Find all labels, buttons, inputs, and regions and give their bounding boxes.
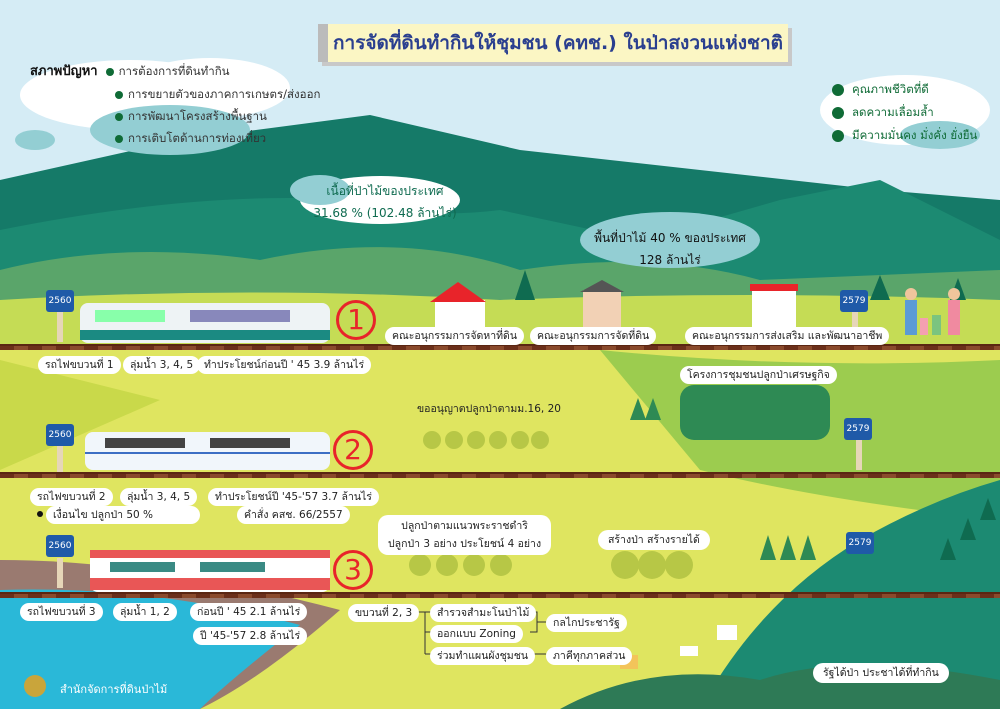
- station-sign-start: 2560: [46, 424, 74, 446]
- footer-org-name: สำนักจัดการที่ดินป่าไม้: [60, 683, 168, 696]
- process-connectors: [418, 611, 546, 655]
- royal-line-1: ปลูกป่าตามแนวพระราชดำริ: [401, 520, 528, 532]
- forest-department-logo: [24, 675, 46, 697]
- page-title: การจัดที่ดินทำกินให้ชุมชน (คทช.) ในป่าสง…: [318, 24, 788, 62]
- project-label: โครงการชุมชนปลูกป่าเศรษฐกิจ: [680, 366, 837, 384]
- goals-list: คุณภาพชีวิตที่ดี ลดความเลื่อมล้ำ มีความม…: [832, 78, 977, 147]
- process-root: ขบวนที่ 2, 3: [348, 604, 420, 622]
- process-step: สำรวจสำมะโนป่าไม้: [430, 604, 537, 622]
- bullet-icon: [115, 90, 123, 99]
- train1-basin: ลุ่มน้ำ 3, 4, 5: [123, 356, 201, 374]
- forest-target-cloud: พื้นที่ป่าไม้ 40 % ของประเทศ 128 ล้านไร่: [580, 227, 760, 271]
- process-step: ร่วมทำแผนผังชุมชน: [430, 647, 536, 665]
- train3-basin: ลุ่มน้ำ 1, 2: [113, 603, 177, 621]
- process-outcome: กลไกประชารัฐ: [546, 614, 627, 632]
- problems-list: สภาพปัญหา การต้องการที่ดินทำกิน การขยายตั…: [30, 60, 320, 149]
- forest-target-label: พื้นที่ป่าไม้ 40 % ของประเทศ: [594, 231, 746, 245]
- station-sign-start: 2560: [46, 290, 74, 312]
- train1-area: ทำประโยชน์ก่อนปี ' 45 3.9 ล้านไร่: [197, 356, 372, 374]
- condition-label: เงื่อนไข ปลูกป่า 50 %: [46, 506, 200, 524]
- sign-post: [852, 310, 858, 340]
- train3-label: รถไฟขบวนที่ 3: [20, 603, 103, 621]
- forest-now-label: เนื้อที่ป่าไม้ของประเทศ: [326, 184, 444, 198]
- station-sign-end: 2579: [846, 532, 874, 554]
- bullet-icon: [832, 83, 844, 96]
- forest-trees: [630, 385, 830, 560]
- committee-label: คณะอนุกรรมการจัดที่ดิน: [530, 327, 657, 345]
- railway-track-1: [0, 344, 1000, 350]
- train2-area: ทำประโยชน์ปี '45-'57 3.7 ล้านไร่: [208, 488, 379, 506]
- sign-post: [57, 442, 63, 472]
- train3-before45: ก่อนปี ' 45 2.1 ล้านไร่: [190, 603, 308, 621]
- train-2-illustration: [85, 432, 330, 470]
- bullet-icon: [115, 112, 123, 121]
- family-illustration: [905, 288, 960, 335]
- problem-item: การพัฒนาโครงสร้างพื้นฐาน: [128, 109, 267, 123]
- problem-item: การขยายตัวของภาคการเกษตร/ส่งออก: [128, 87, 321, 101]
- station-sign-start: 2560: [46, 535, 74, 557]
- sign-post: [57, 312, 63, 342]
- problem-item: การต้องการที่ดินทำกิน: [118, 64, 230, 78]
- process-step: ออกแบบ Zoning: [430, 625, 523, 643]
- goal-item: มีความมั่นคง มั่งคั่ง ยั่งยืน: [852, 128, 978, 142]
- train2-label: รถไฟขบวนที่ 2: [30, 488, 113, 506]
- royal-line-2: ปลูกป่า 3 อย่าง ประโยชน์ 4 อย่าง: [388, 538, 542, 550]
- problems-heading: สภาพปัญหา: [30, 64, 98, 79]
- goal-item: ลดความเลื่อมล้ำ: [852, 105, 934, 119]
- problem-item: การเติบโตด้านการท่องเที่ยว: [128, 131, 267, 145]
- station-sign-end: 2579: [840, 290, 868, 312]
- railway-track-2: [0, 472, 1000, 478]
- railway-track-3: [0, 592, 1000, 598]
- committee-label: คณะอนุกรรมการจัดหาที่ดิน: [385, 327, 525, 345]
- forest-now-cloud: เนื้อที่ป่าไม้ของประเทศ 31.68 % (102.48 …: [300, 180, 470, 224]
- train-1-illustration: [80, 303, 330, 343]
- forest-target-value: 128 ล้านไร่: [639, 253, 701, 267]
- train1-label: รถไฟขบวนที่ 1: [38, 356, 121, 374]
- station-sign-end: 2579: [844, 418, 872, 440]
- train-3-illustration: [90, 550, 330, 592]
- bullet-icon: [115, 134, 123, 143]
- sign-post: [57, 558, 63, 588]
- permit-label: ขออนุญาตปลูกป่าตามม.16, 20: [417, 403, 561, 415]
- bullet-icon: [832, 106, 844, 119]
- train-number-3: 3: [333, 550, 373, 590]
- train-number-2: 2: [333, 430, 373, 470]
- income-label: สร้างป่า สร้างรายได้: [598, 530, 710, 550]
- order-label: คำสั่ง คสช. 66/2557: [237, 506, 350, 524]
- sign-post: [856, 440, 862, 470]
- process-outcome: ภาคีทุกภาคส่วน: [546, 647, 633, 665]
- bullet-icon: [105, 67, 114, 76]
- houses: [430, 280, 798, 669]
- bullet-icon: [832, 129, 844, 142]
- forest-now-value: 31.68 % (102.48 ล้านไร่): [313, 206, 457, 220]
- committee-label: คณะอนุกรรมการส่งเสริม และพัฒนาอาชีพ: [685, 327, 890, 345]
- goal-item: คุณภาพชีวิตที่ดี: [852, 82, 929, 96]
- bullet-icon: [37, 511, 43, 517]
- train2-basin: ลุ่มน้ำ 3, 4, 5: [120, 488, 198, 506]
- train-number-1: 1: [336, 300, 376, 340]
- train3-45-57: ปี '45-'57 2.8 ล้านไร่: [193, 627, 308, 645]
- royal-initiative-label: ปลูกป่าตามแนวพระราชดำริ ปลูกป่า 3 อย่าง …: [378, 515, 552, 555]
- conclusion-label: รัฐได้ป่า ประชาได้ที่ทำกิน: [813, 663, 949, 683]
